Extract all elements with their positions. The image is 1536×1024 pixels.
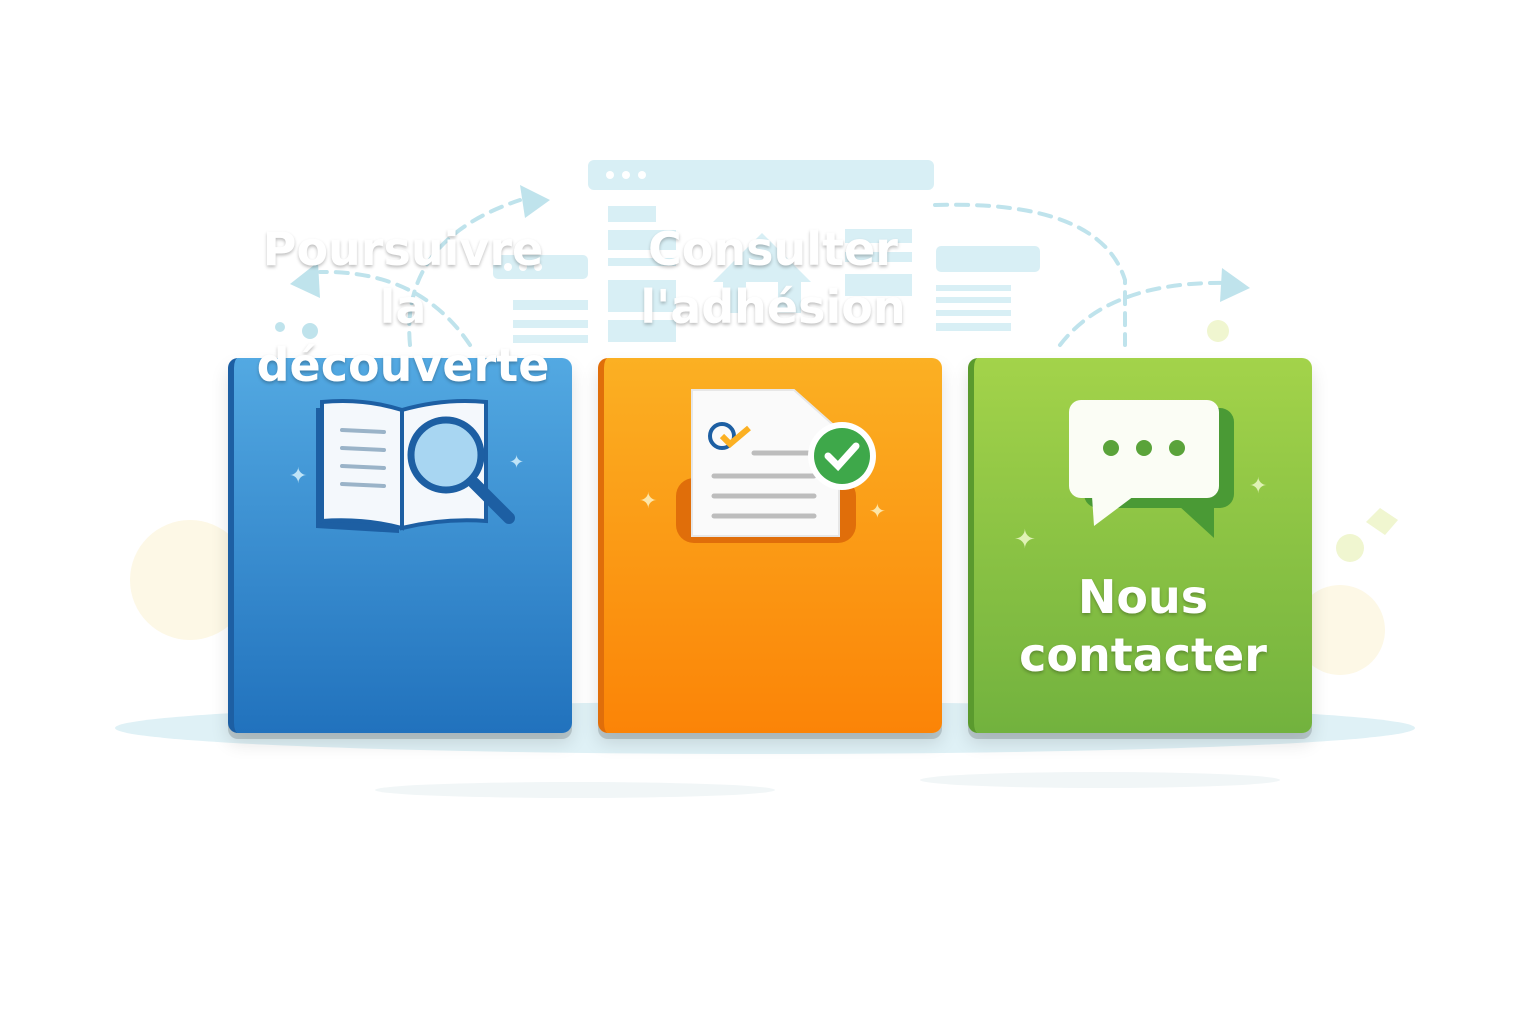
svg-text:✦: ✦ [869, 499, 886, 523]
svg-text:✦: ✦ [1249, 474, 1267, 499]
chat-bubble-icon: ✦✦ [1014, 400, 1267, 555]
book-magnifier-icon: ✦✦ [289, 399, 524, 533]
discover-button[interactable]: ✦✦ Poursuivre la découverte [228, 222, 572, 733]
discover-label: Poursuivre la découverte [234, 220, 572, 394]
label-line: Consulter [648, 222, 898, 276]
label-line: l'adhésion [640, 280, 906, 334]
svg-text:✦: ✦ [639, 489, 657, 514]
svg-text:✦: ✦ [509, 452, 524, 473]
document-check-icon: ✦✦ [639, 389, 886, 543]
contact-label: Nous contacter [974, 568, 1312, 684]
svg-text:✦: ✦ [289, 464, 307, 489]
membership-label: Consulter l'adhésion [604, 220, 942, 336]
label-line: contacter [1019, 628, 1267, 682]
label-line: Nous [1077, 570, 1209, 624]
membership-button[interactable]: ✦✦ Consulter l'adhésion [598, 222, 942, 733]
svg-text:✦: ✦ [1014, 525, 1036, 555]
contact-button[interactable]: ✦✦ Nous contacter [968, 358, 1312, 733]
label-line: la découverte [256, 280, 550, 392]
label-line: Poursuivre [262, 222, 544, 276]
